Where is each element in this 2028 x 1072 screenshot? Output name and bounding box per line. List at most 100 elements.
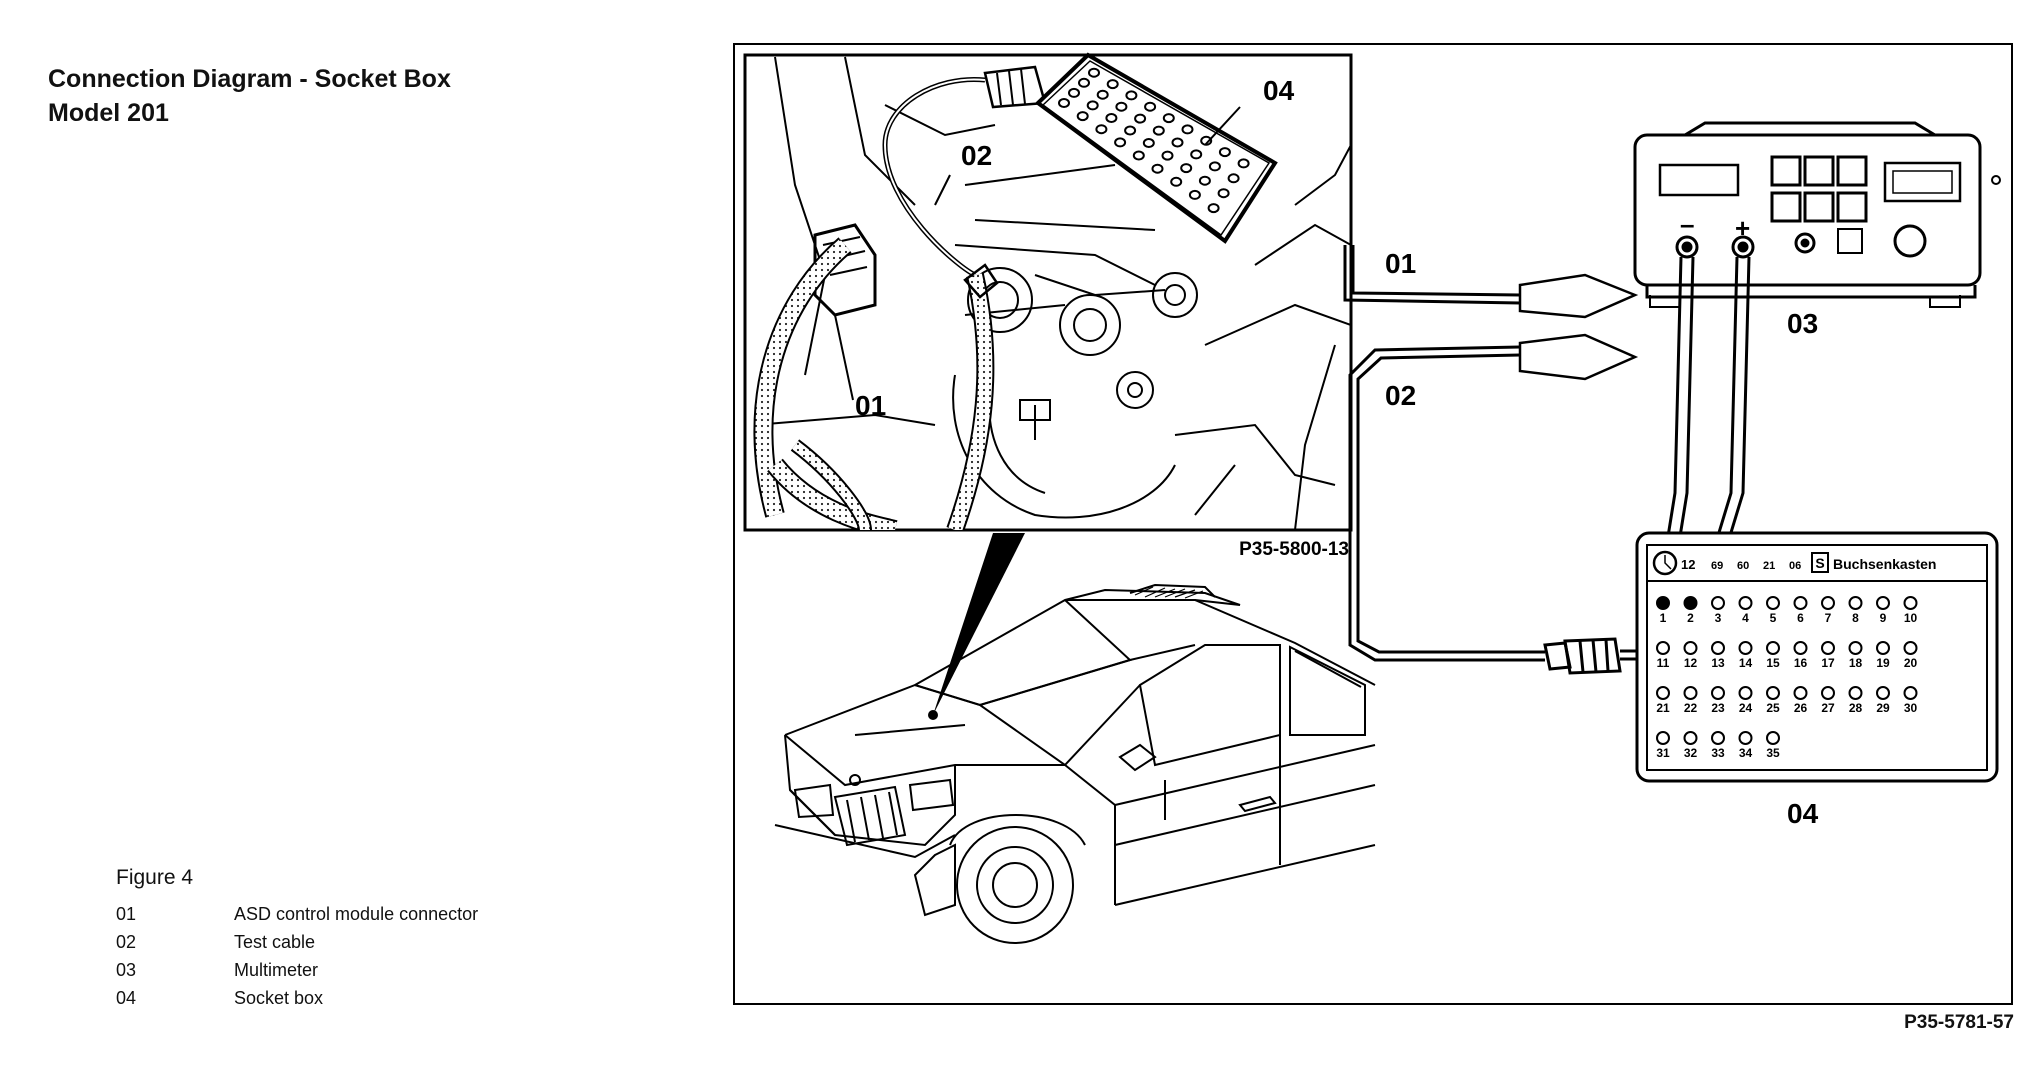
socket-19 (1876, 641, 1890, 655)
socket-30 (1903, 686, 1918, 700)
inset-socket (1188, 189, 1201, 200)
inset-callout-02: 02 (961, 140, 992, 171)
inset-socket (1068, 87, 1080, 98)
inset-socket (1114, 137, 1127, 148)
legend-number: 02 (116, 931, 137, 952)
inset-socket (1124, 125, 1137, 136)
socket-34 (1738, 731, 1753, 745)
inset-socket (1106, 79, 1119, 90)
legend-text: ASD control module connector (234, 903, 479, 924)
socket-label-21: 21 (1656, 701, 1670, 715)
legend-item: 02 Test cable (116, 928, 478, 956)
socket-label-33: 33 (1711, 746, 1725, 760)
inset-socket (1152, 125, 1165, 136)
socket-label-9: 9 (1880, 611, 1887, 625)
socket-box-code-1: 12 (1681, 557, 1695, 572)
inset-figure-ref: P35-5800-13 (1239, 539, 1349, 560)
inset-socket (1227, 173, 1240, 184)
socket-box-badge (1811, 552, 1829, 573)
socket-35 (1766, 731, 1780, 745)
socket-label-35: 35 (1766, 746, 1780, 760)
brand-logo-icon (1652, 550, 1678, 576)
socket-label-27: 27 (1821, 701, 1835, 715)
minus-terminal-label: – (1680, 209, 1694, 239)
inset-socket (1086, 100, 1099, 111)
car-illustration (774, 583, 1376, 944)
inset-socket (1078, 77, 1090, 88)
socket-label-3: 3 (1715, 611, 1722, 625)
socket-2 (1683, 596, 1698, 610)
socket-box-title: Buchsenkasten (1833, 556, 1936, 572)
socket-label-5: 5 (1770, 611, 1777, 625)
inset-socket (1144, 101, 1157, 112)
inset-socket (1151, 163, 1164, 174)
inset-socket (1088, 67, 1100, 78)
socket-18 (1848, 641, 1863, 655)
socket-6 (1793, 596, 1808, 610)
socket-14 (1738, 641, 1753, 655)
socket-13 (1711, 641, 1725, 655)
legend-text: Socket box (234, 987, 324, 1008)
inset-callout-01: 01 (855, 390, 886, 421)
socket-22 (1683, 686, 1698, 700)
inset-socket (1096, 89, 1109, 100)
inset-socket-grid (1058, 67, 1250, 214)
socket-label-32: 32 (1684, 746, 1698, 760)
callout-04-bottom: 04 (1787, 798, 1819, 829)
title-line-2: Model 201 (48, 99, 169, 127)
inset-socket (1180, 163, 1193, 174)
legend-text: Multimeter (234, 959, 319, 980)
inset-socket (1142, 138, 1155, 148)
socket-label-31: 31 (1656, 746, 1670, 760)
socket-15 (1766, 641, 1780, 655)
inset-socket (1132, 150, 1145, 161)
socket-label-8: 8 (1852, 611, 1859, 625)
socket-label-13: 13 (1711, 656, 1725, 670)
figure-reference: P35-5781-57 (1904, 1012, 2014, 1033)
page-title: Connection Diagram - Socket Box Model 20… (48, 62, 451, 130)
callout-02: 02 (1385, 380, 1416, 411)
socket-label-22: 22 (1684, 701, 1698, 715)
legend-number: 01 (116, 903, 137, 924)
socket-12 (1683, 641, 1698, 655)
inset-socket (1058, 98, 1070, 108)
socket-31 (1656, 731, 1670, 745)
legend-item: 01 ASD control module connector (116, 900, 478, 928)
callout-03: 03 (1787, 308, 1818, 339)
inset-socket (1161, 150, 1174, 161)
socket-3 (1711, 596, 1725, 610)
socket-label-14: 14 (1739, 656, 1753, 670)
engine-bay-inset: 04 02 01 P35-5800-13 (743, 35, 1353, 560)
inset-socket (1134, 113, 1147, 124)
inset-socket (1115, 101, 1128, 112)
inset-callout-04: 04 (1263, 75, 1295, 106)
socket-box-code-3: 60 (1737, 560, 1749, 572)
socket-label-2: 2 (1687, 611, 1694, 625)
socket-label-15: 15 (1766, 656, 1780, 670)
socket-label-29: 29 (1876, 701, 1890, 715)
socket-label-28: 28 (1849, 701, 1863, 715)
socket-11 (1656, 641, 1670, 655)
socket-label-26: 26 (1794, 701, 1808, 715)
inset-socket (1217, 188, 1230, 199)
socket-label-34: 34 (1739, 746, 1753, 760)
socket-32 (1683, 731, 1698, 745)
socket-label-16: 16 (1794, 656, 1808, 670)
socket-box-code-4: 21 (1763, 560, 1775, 572)
legend-text: Test cable (234, 931, 316, 952)
test-cable (1343, 245, 1639, 675)
inset-socket (1095, 124, 1108, 135)
socket-23 (1711, 686, 1725, 700)
socket-16 (1793, 641, 1808, 655)
plus-terminal-label: + (1735, 213, 1750, 243)
socket-label-4: 4 (1742, 611, 1749, 625)
inset-socket (1237, 158, 1250, 169)
socket-box-code-2: 69 (1711, 560, 1723, 572)
inset-socket (1125, 90, 1138, 101)
socket-label-6: 6 (1797, 611, 1804, 625)
callout-01: 01 (1385, 248, 1416, 279)
socket-5 (1766, 596, 1780, 610)
